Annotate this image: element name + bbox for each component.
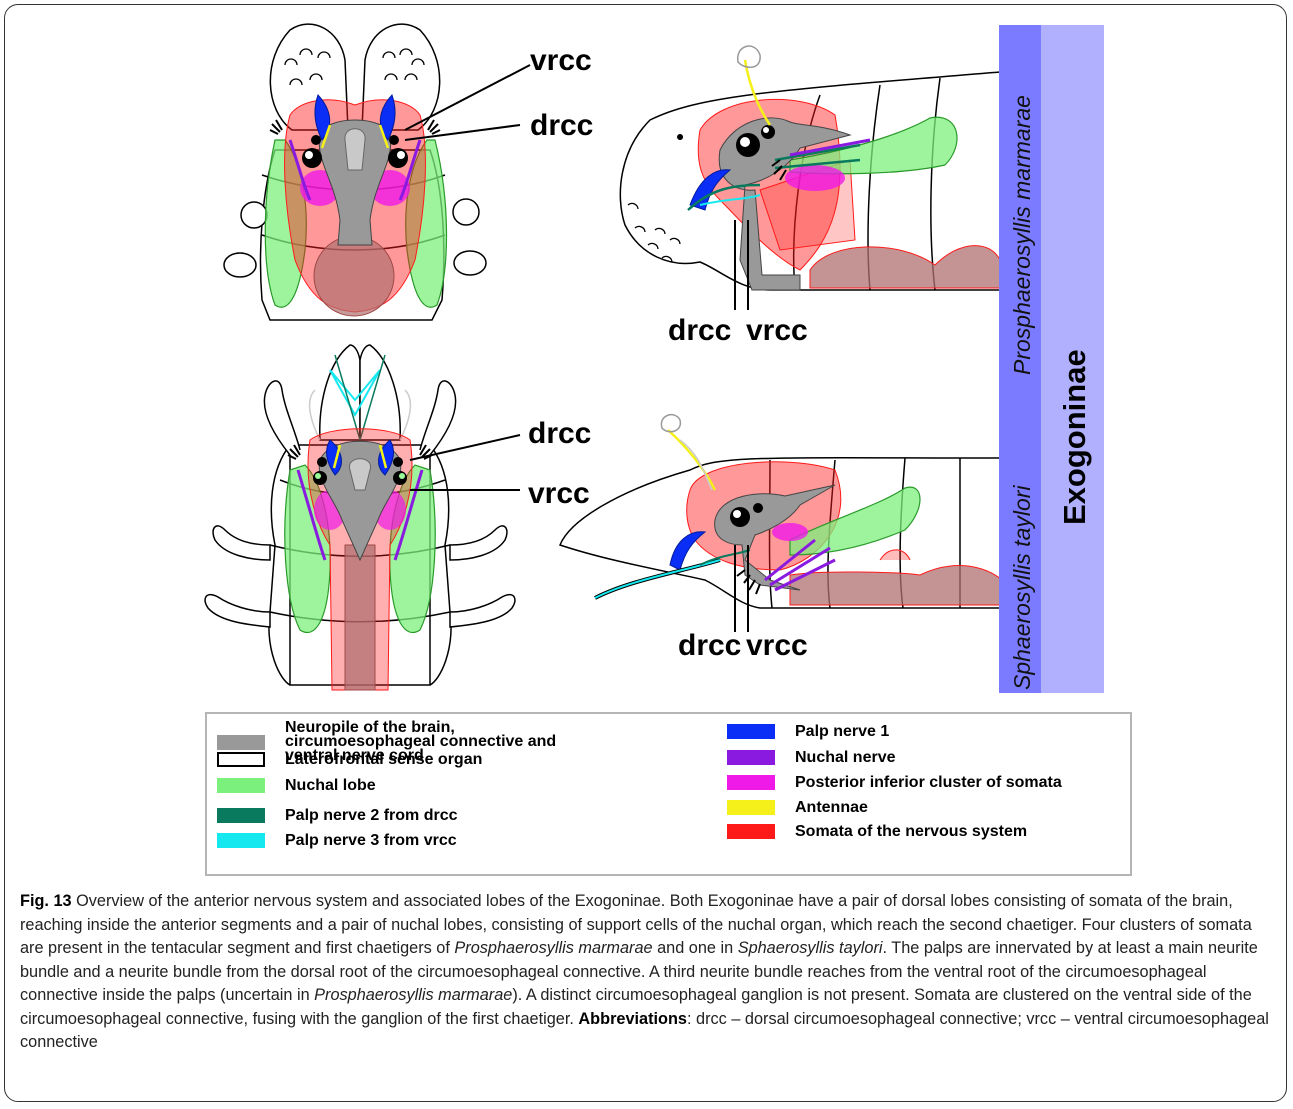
legend-swatch: [727, 775, 775, 790]
species-top-label: Prosphaerosyllis marmarae: [1009, 95, 1035, 375]
right-palp: [360, 345, 400, 440]
legend-label: Laterofrontal sense organ: [285, 752, 482, 767]
top-left-dorsal-view: vrcc drcc: [224, 24, 593, 320]
top-right-lateral-view: drcc vrcc: [620, 46, 1000, 347]
label-vrcc: vrcc: [528, 477, 590, 510]
legend-swatch: [217, 735, 265, 750]
legend-swatch: [217, 778, 265, 793]
label-drcc: drcc: [678, 629, 741, 662]
caption-species-2: Sphaerosyllis taylori: [738, 939, 883, 957]
legend-swatch: [217, 752, 265, 767]
caption-species-3: Prosphaerosyllis marmarae: [314, 986, 512, 1004]
subfamily-label: Exogoninae: [1057, 349, 1092, 525]
figure-caption: Fig. 13 Overview of the anterior nervous…: [20, 890, 1275, 1055]
legend-swatch: [217, 808, 265, 823]
legend-swatch: [727, 724, 775, 739]
legend-item-laterofrontal: Laterofrontal sense organ: [217, 752, 482, 767]
caption-species-1: Prosphaerosyllis marmarae: [454, 939, 652, 957]
label-vrcc: vrcc: [746, 629, 808, 662]
bottom-right-lateral-view: drcc vrcc: [560, 415, 1010, 662]
legend-label: Nuchal nerve: [795, 750, 895, 765]
caption-text-2: and one in: [653, 939, 738, 957]
legend-label: Palp nerve 3 from vrcc: [285, 833, 457, 848]
legend-swatch: [727, 750, 775, 765]
label-vrcc: vrcc: [530, 44, 592, 77]
legend-item-antennae: Antennae: [727, 800, 868, 815]
legend-swatch: [217, 833, 265, 848]
caption-fig-label: Fig. 13: [20, 892, 72, 910]
legend-item-nuchal-lobe: Nuchal lobe: [217, 778, 376, 793]
legend-item-nuchal-nerve: Nuchal nerve: [727, 750, 895, 765]
label-vrcc: vrcc: [746, 314, 808, 347]
legend-box: Neuropile of the brain, circumoesophagea…: [205, 712, 1132, 876]
legend-swatch: [727, 800, 775, 815]
legend-label: Palp nerve 2 from drcc: [285, 808, 458, 823]
legend-label: Antennae: [795, 800, 868, 815]
label-drcc: drcc: [530, 109, 593, 142]
caption-abbreviations-label: Abbreviations: [578, 1010, 687, 1028]
legend-item-palp-nerve-1: Palp nerve 1: [727, 724, 889, 739]
bottom-left-dorsal-view: drcc vrcc: [205, 345, 591, 690]
species-bottom-label: Sphaerosyllis taylori: [1009, 485, 1035, 690]
legend-label: Nuchal lobe: [285, 778, 376, 793]
legend-label: Palp nerve 1: [795, 724, 889, 739]
posterior-cluster: [785, 165, 845, 191]
side-bars: Prosphaerosyllis marmarae Sphaerosyllis …: [999, 25, 1104, 693]
label-drcc: drcc: [668, 314, 731, 347]
legend-item-palp-nerve-3: Palp nerve 3 from vrcc: [217, 833, 457, 848]
left-palp: [320, 345, 360, 440]
legend-item-posterior-cluster: Posterior inferior cluster of somata: [727, 775, 1062, 790]
label-drcc: drcc: [528, 417, 591, 450]
legend-label: Posterior inferior cluster of somata: [795, 775, 1062, 790]
legend-swatch: [727, 824, 775, 839]
legend-item-somata: Somata of the nervous system: [727, 824, 1027, 839]
legend-label: Somata of the nervous system: [795, 824, 1027, 839]
legend-item-palp-nerve-2: Palp nerve 2 from drcc: [217, 808, 458, 823]
